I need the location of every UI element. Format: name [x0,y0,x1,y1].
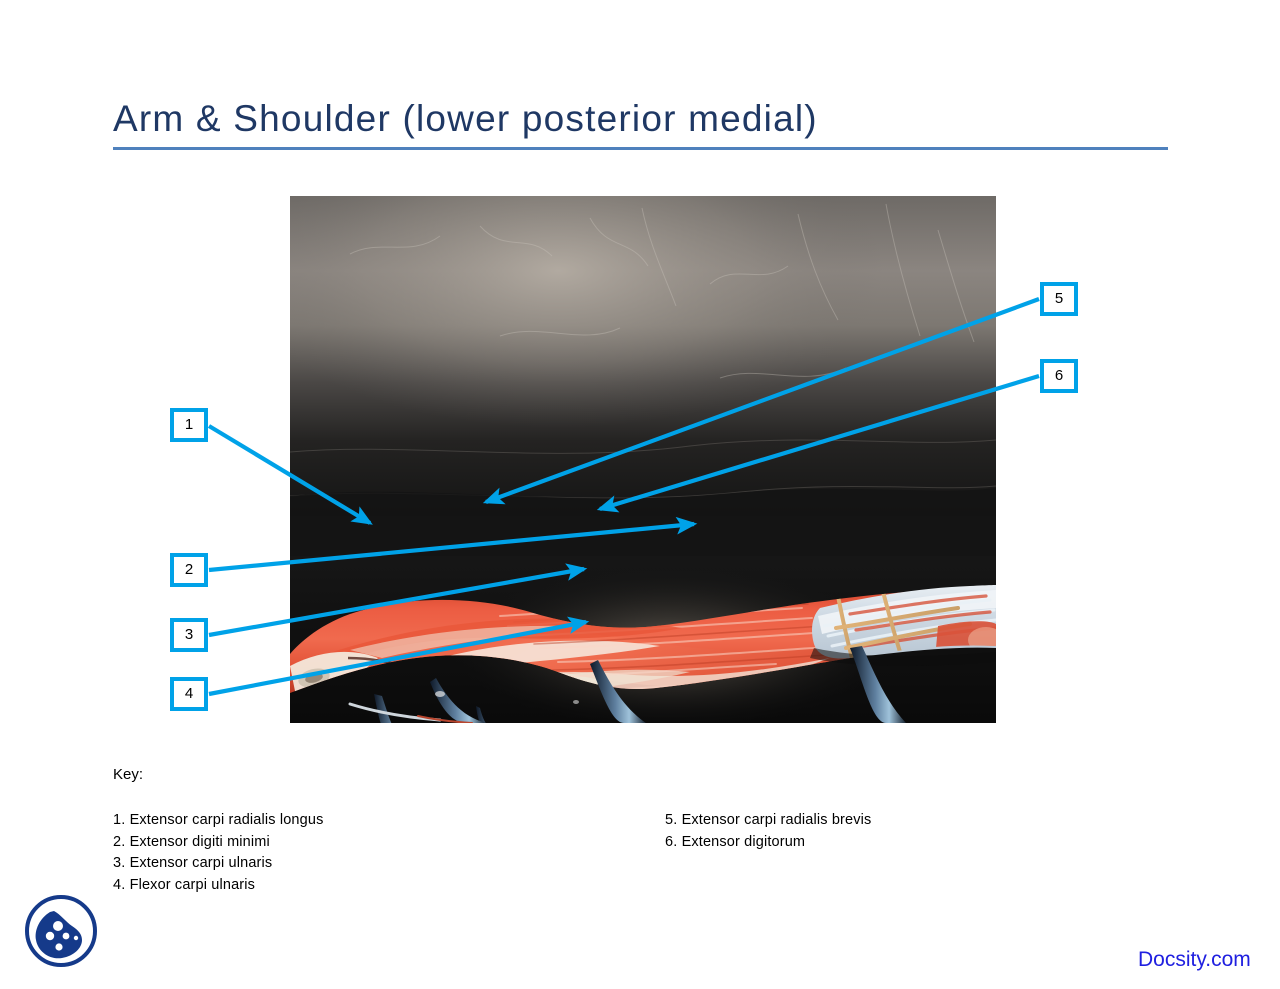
callout-box-1[interactable]: 1 [170,408,208,442]
key-item: 4. Flexor carpi ulnaris [113,876,256,893]
key-item: 2. Extensor digiti minimi [113,833,270,850]
callout-box-3[interactable]: 3 [170,618,208,652]
key-item: 1. Extensor carpi radialis longus [113,812,324,828]
page-title: Arm & Shoulder (lower posterior medial) [113,98,818,139]
key-item: 5. Extensor carpi radialis brevis [665,812,872,828]
key-column-left: 1. Extensor carpi radialis longus 2. Ext… [113,810,323,896]
callout-box-4[interactable]: 4 [170,677,208,711]
docsity-logo[interactable] [20,890,102,972]
key-heading: Key: [113,766,144,783]
callout-box-2[interactable]: 2 [170,553,208,587]
title-divider [113,147,1168,150]
callout-box-5[interactable]: 5 [1040,282,1078,316]
anatomy-photo [290,196,996,723]
key-item: 3. Extensor carpi ulnaris [113,855,273,871]
key-item: 6. Extensor digitorum [665,833,806,850]
key-column-right: 5. Extensor carpi radialis brevis 6. Ext… [665,810,871,853]
docsity-wordmark[interactable]: Docsity.com [1138,948,1251,971]
callout-box-6[interactable]: 6 [1040,359,1078,393]
